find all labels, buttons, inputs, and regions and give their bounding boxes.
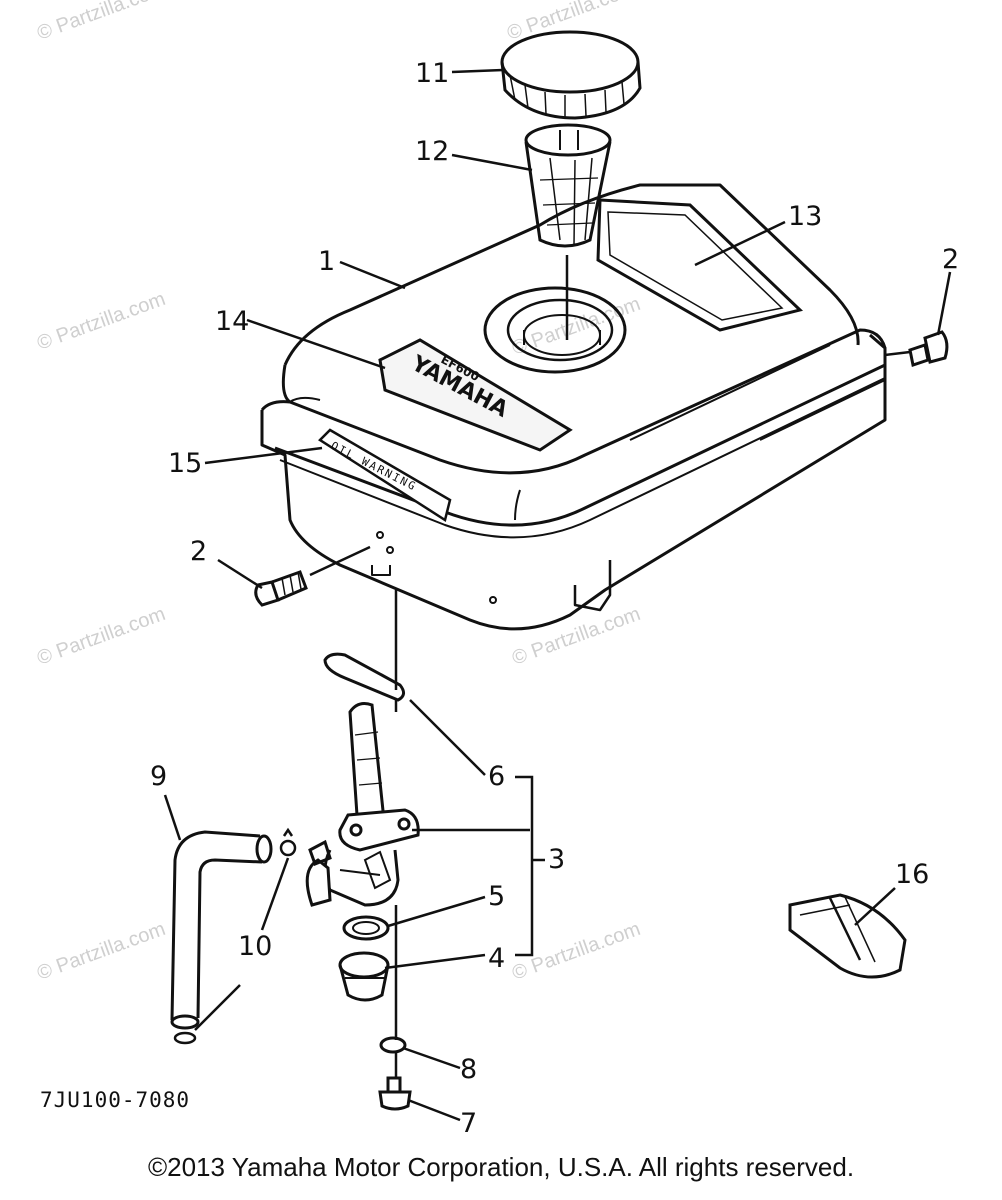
fuel-cock bbox=[305, 702, 420, 907]
hose-clip bbox=[173, 827, 297, 1045]
callout-7: 7 bbox=[460, 1108, 477, 1139]
callout-1: 1 bbox=[318, 246, 335, 277]
callout-14: 14 bbox=[215, 306, 249, 337]
watermark: © Partzilla.com bbox=[34, 0, 168, 45]
fuel-tank bbox=[260, 183, 887, 631]
brand-decal: YAMAHA EF600 bbox=[378, 338, 573, 452]
callout-9: 9 bbox=[150, 761, 167, 792]
leader-lines bbox=[163, 68, 952, 1122]
callout-13: 13 bbox=[788, 201, 822, 232]
drain-screw bbox=[378, 1076, 412, 1111]
callout-4: 4 bbox=[488, 943, 505, 974]
watermark: © Partzilla.com bbox=[34, 918, 168, 985]
callout-5: 5 bbox=[488, 881, 505, 912]
callout-16: 16 bbox=[895, 859, 929, 890]
oil-warning-decal: OIL WARNING bbox=[318, 428, 452, 522]
callout-11: 11 bbox=[415, 58, 449, 89]
watermark: © Partzilla.com bbox=[509, 293, 643, 360]
watermark: © Partzilla.com bbox=[509, 918, 643, 985]
filler-neck bbox=[483, 286, 627, 374]
tool-pouch bbox=[788, 893, 907, 979]
watermark: © Partzilla.com bbox=[34, 288, 168, 355]
fuel-hose bbox=[170, 830, 273, 1030]
bolt-right bbox=[908, 330, 949, 367]
part-code: 7JU100-7080 bbox=[40, 1088, 190, 1112]
callout-10: 10 bbox=[238, 931, 272, 962]
callouts: 1 2 2 3 4 5 6 7 8 9 10 11 12 13 14 15 16 bbox=[150, 58, 959, 1139]
callout-3: 3 bbox=[548, 844, 565, 875]
callout-2-left: 2 bbox=[190, 536, 207, 567]
copyright-notice: ©2013 Yamaha Motor Corporation, U.S.A. A… bbox=[147, 1152, 855, 1182]
bolt-left bbox=[254, 570, 308, 607]
washer bbox=[379, 1036, 407, 1054]
callout-6: 6 bbox=[488, 761, 505, 792]
callout-12: 12 bbox=[415, 136, 449, 167]
filter-cup bbox=[338, 951, 390, 1002]
watermark: © Partzilla.com bbox=[509, 603, 643, 670]
fuel-strainer bbox=[524, 123, 612, 248]
callout-15: 15 bbox=[168, 448, 202, 479]
callout-2-right: 2 bbox=[942, 244, 959, 275]
callout-8: 8 bbox=[460, 1054, 477, 1085]
assembly-lines bbox=[394, 255, 569, 1078]
o-ring bbox=[342, 915, 390, 941]
watermark: © Partzilla.com bbox=[34, 603, 168, 670]
fuel-cap bbox=[500, 30, 642, 120]
decal-panel-13 bbox=[596, 198, 804, 332]
gasket bbox=[323, 652, 405, 702]
